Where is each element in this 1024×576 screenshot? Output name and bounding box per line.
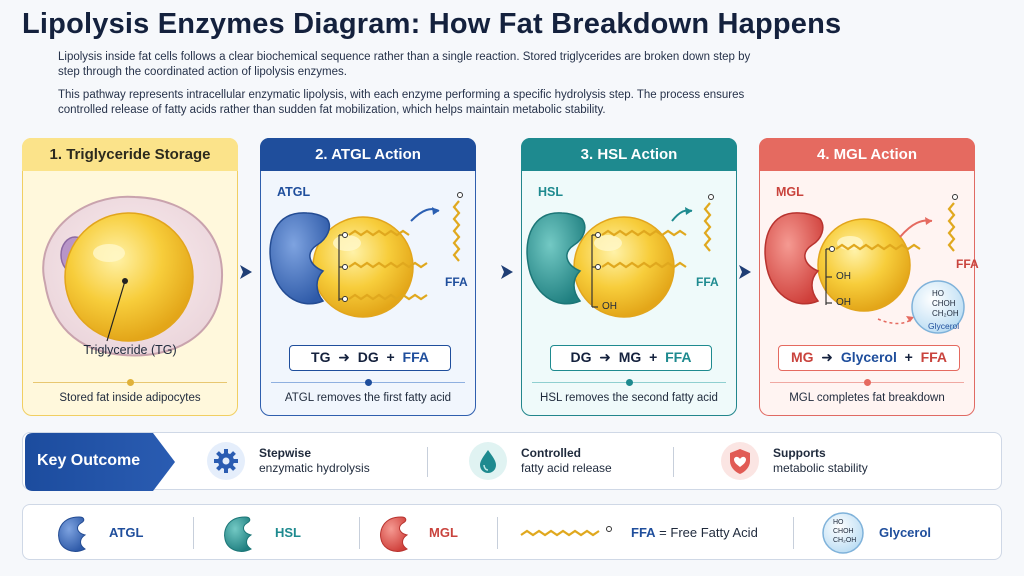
step-caption: MGL completes fat breakdown (789, 392, 945, 404)
reactant: DG (570, 349, 592, 365)
legend-item-mgl: MGL (377, 505, 497, 561)
legend-item-ffa: FFA = Free Fatty Acid (517, 505, 797, 561)
reaction-equation: MG ➜ Glycerol + FFA (778, 345, 960, 371)
step-card-triglyceride-storage: 1. Triglyceride Storage Triglyceride (TG… (22, 138, 238, 416)
byproduct: FFA (402, 349, 429, 365)
triglyceride-label: Triglyceride (TG) (83, 343, 177, 357)
byproduct: FFA (920, 349, 948, 365)
key-outcome-tab (25, 433, 175, 491)
reaction-equation: DG ➜ MG + FFA (550, 345, 712, 371)
gear-icon (207, 442, 245, 480)
hsl-enzyme-shape (526, 212, 586, 305)
lipid-droplet-shape (64, 212, 194, 342)
product: Glycerol (840, 349, 897, 365)
atgl-enzyme-shape (269, 212, 331, 305)
ffa-label: FFA (445, 275, 468, 289)
mgl-enzyme-icon (380, 516, 409, 552)
product: DG (357, 349, 379, 365)
page-title: Lipolysis Enzymes Diagram: How Fat Break… (22, 8, 842, 40)
step-heading: 1. Triglyceride Storage (22, 138, 238, 171)
step-caption: HSL removes the second fatty acid (540, 392, 718, 404)
step-arrow-2 (501, 265, 513, 279)
legend-item-atgl: ATGL (55, 505, 175, 561)
step-arrow-1 (240, 265, 252, 279)
mgl-hydrolysis-illustration (764, 194, 965, 334)
glycerol-label: Glycerol (928, 321, 960, 331)
glycerol-formula: HO CHOH CH₂OH (833, 519, 857, 544)
key-outcome-panel: Key Outcome Stepwise enzymatic hydrolysi… (22, 432, 1002, 491)
atgl-enzyme-icon (58, 516, 87, 552)
fatty-acid-chain-icon (520, 526, 612, 537)
step-heading: 3. HSL Action (521, 138, 737, 171)
arrow-right-icon: ➜ (338, 349, 350, 365)
hydroxyl-label: OH (836, 297, 851, 308)
step-card-atgl: 2. ATGL Action ATGL FFA TG ➜ DG + FFA AT… (260, 138, 476, 416)
byproduct: FFA (665, 349, 692, 365)
hydroxyl-label: OH (602, 301, 617, 312)
ffa-label: FFA (956, 257, 979, 271)
product: MG (618, 349, 642, 365)
legend-item-hsl: HSL (221, 505, 341, 561)
shield-heart-icon (721, 442, 759, 480)
legend-panel: ATGL HSL MGL FFA = Free Fatty Acid HO CH… (22, 504, 1002, 560)
glycerol-molecule-icon (822, 512, 864, 554)
hsl-enzyme-icon (224, 516, 253, 552)
step-heading: 4. MGL Action (759, 138, 975, 171)
glycerol-molecule-shape (911, 280, 965, 334)
ffa-label: FFA (696, 275, 719, 289)
step-caption: Stored fat inside adipocytes (59, 392, 201, 404)
step-card-hsl: 3. HSL Action HSL OH FFA DG ➜ MG + FFA H… (521, 138, 737, 416)
droplet-icon (469, 442, 507, 480)
enzyme-label-mgl: MGL (776, 185, 804, 199)
step-card-mgl: 4. MGL Action MGL OH OH FFA HO CHOH CH₂O… (759, 138, 979, 416)
step-caption: ATGL removes the first fatty acid (284, 392, 452, 404)
reaction-equation: TG ➜ DG + FFA (289, 345, 451, 371)
enzyme-label-hsl: HSL (538, 185, 563, 199)
adipocyte-illustration (42, 195, 224, 357)
step-arrow-3 (739, 265, 751, 279)
atgl-hydrolysis-illustration (269, 192, 463, 318)
enzyme-label-atgl: ATGL (277, 185, 311, 199)
reactant: TG (311, 349, 331, 365)
reactant: MG (790, 349, 814, 365)
arrow-right-icon: ➜ (821, 349, 834, 365)
hydroxyl-label: OH (836, 271, 851, 282)
arrow-right-icon: ➜ (599, 349, 611, 365)
step-heading: 2. ATGL Action (260, 138, 476, 171)
intro-paragraph-2: This pathway represents intracellular en… (58, 89, 745, 116)
mgl-enzyme-shape (764, 212, 824, 305)
key-outcome-title: Key Outcome (37, 452, 141, 469)
hsl-hydrolysis-illustration (526, 194, 714, 318)
intro-paragraph-1: Lipolysis inside fat cells follows a cle… (58, 51, 751, 78)
glycerol-formula: HO CHOH CH₂OH (932, 289, 959, 318)
legend-item-glycerol: HO CHOH CH₂OH Glycerol (819, 505, 989, 561)
